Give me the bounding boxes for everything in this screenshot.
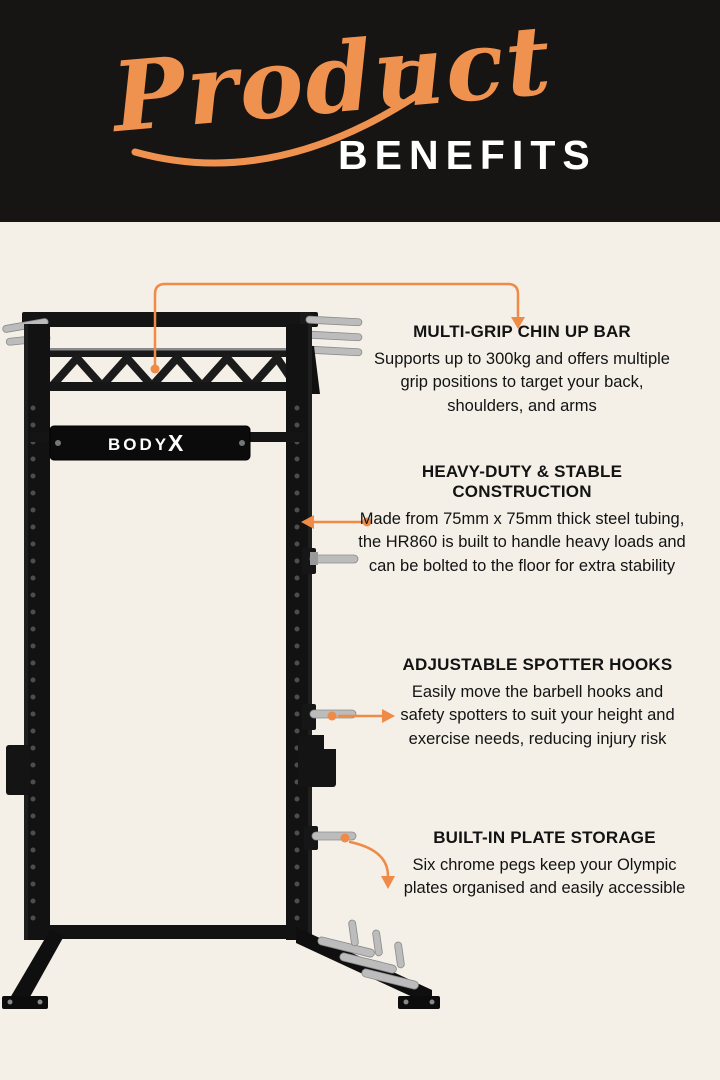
brand-x-text: X bbox=[168, 430, 184, 456]
benefit-heading: BUILT-IN PLATE STORAGE bbox=[433, 828, 656, 847]
main-section: BODY X bbox=[0, 222, 720, 1080]
rack-top-beam bbox=[22, 312, 318, 327]
benefit-spotter-hooks: ADJUSTABLE SPOTTER HOOKS Easily move the… bbox=[390, 655, 685, 751]
spotter-bracket-left bbox=[6, 745, 30, 795]
benefit-heading: MULTI-GRIP CHIN UP BAR bbox=[413, 322, 631, 341]
benefit-heading: HEAVY-DUTY & STABLE CONSTRUCTION bbox=[421, 462, 623, 501]
brand-text: BODY bbox=[108, 435, 169, 454]
benefit-body: Six chrome pegs keep your Olympic plates… bbox=[403, 856, 686, 898]
benefit-plate-storage: BUILT-IN PLATE STORAGE Six chrome pegs k… bbox=[402, 828, 687, 901]
benefit-chin-up-bar: MULTI-GRIP CHIN UP BAR Supports up to 30… bbox=[372, 322, 672, 418]
benefit-construction: HEAVY-DUTY & STABLE CONSTRUCTION Made fr… bbox=[352, 462, 692, 578]
spotter-peg-middle bbox=[302, 704, 357, 730]
power-rack-illustration: BODY X bbox=[2, 312, 440, 1009]
plate-peg-lower bbox=[304, 826, 357, 850]
benefit-heading: ADJUSTABLE SPOTTER HOOKS bbox=[402, 655, 673, 674]
benefit-body: Supports up to 300kg and offers multiple… bbox=[374, 350, 670, 415]
spotter-bracket-right bbox=[298, 733, 340, 787]
spotter-peg-upper bbox=[302, 548, 359, 574]
plate-pegs-base bbox=[317, 919, 419, 990]
brand-plate: BODY X bbox=[30, 425, 306, 461]
chin-up-bar bbox=[24, 346, 320, 394]
benefit-body: Easily move the barbell hooks and safety… bbox=[400, 683, 675, 748]
block-title: BENEFITS bbox=[338, 132, 597, 178]
benefit-body: Made from 75mm x 75mm thick steel tubing… bbox=[358, 510, 686, 575]
header-section: Product BENEFITS bbox=[0, 0, 720, 222]
swoosh-icon bbox=[131, 60, 421, 167]
rack-post-left bbox=[24, 324, 50, 940]
